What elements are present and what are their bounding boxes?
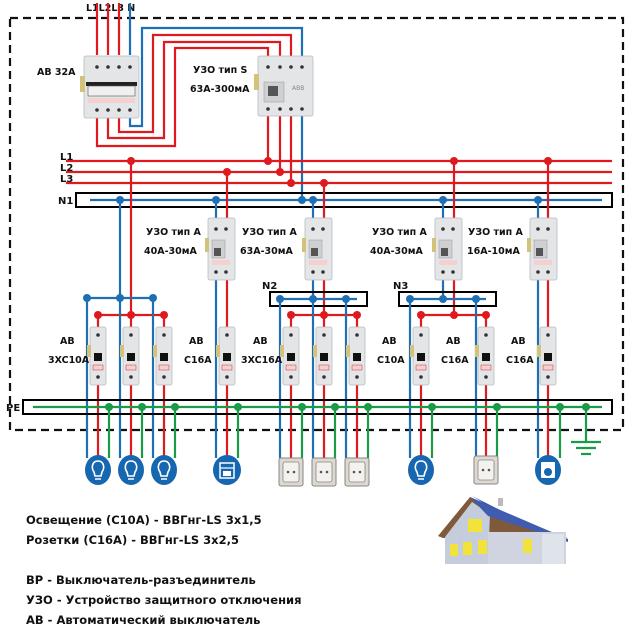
input-lines-label: L1L2L3 N bbox=[86, 3, 135, 14]
breaker-group-6-rating: C16A bbox=[506, 355, 534, 366]
bus-n3-label: N3 bbox=[393, 281, 408, 292]
ground-icon bbox=[571, 440, 601, 456]
main-rcd[interactable]: ABB bbox=[254, 55, 314, 117]
legend-vr: ВР - Выключатель-разъединитель bbox=[26, 573, 256, 587]
bus-l3-label: L3 bbox=[60, 174, 73, 185]
rcd-3-type: УЗО тип А bbox=[372, 227, 427, 238]
breaker-socket-4[interactable] bbox=[474, 326, 495, 386]
load-lightbulb-icon-4[interactable] bbox=[407, 454, 435, 486]
bus-n3-bar bbox=[398, 291, 497, 307]
load-socket-icon-1[interactable] bbox=[278, 457, 304, 487]
breaker-group-3-rating: 3XC16A bbox=[241, 355, 283, 366]
house-illustration bbox=[438, 496, 568, 564]
bus-n1-bar bbox=[75, 192, 613, 208]
breaker-socket-3[interactable] bbox=[345, 326, 366, 386]
rcd-2-type: УЗО тип А bbox=[242, 227, 297, 238]
breaker-washer[interactable] bbox=[536, 326, 557, 386]
load-lightbulb-icon-1[interactable] bbox=[84, 454, 112, 486]
breaker-light-1[interactable] bbox=[86, 326, 107, 386]
load-socket-icon-4[interactable] bbox=[473, 455, 499, 485]
load-stove-icon[interactable] bbox=[213, 455, 241, 485]
bus-n2-bar bbox=[269, 291, 368, 307]
load-lightbulb-icon-2[interactable] bbox=[117, 454, 145, 486]
legend-lighting: Освещение (С10А) - ВВГнг-LS 3х1,5 bbox=[26, 513, 262, 527]
phase-buses bbox=[66, 159, 612, 185]
breaker-light-2[interactable] bbox=[119, 326, 140, 386]
pe-junctions bbox=[105, 403, 590, 411]
breaker-group-4-rating: C10A bbox=[377, 355, 405, 366]
breaker-group-5-type: AB bbox=[446, 336, 461, 347]
rcd-1-rating: 40A-30мА bbox=[144, 246, 198, 257]
breaker-group-5-rating: C16A bbox=[441, 355, 469, 366]
rcd-1-type: УЗО тип А bbox=[146, 227, 201, 238]
breaker-group-6-type: AB bbox=[511, 336, 526, 347]
main-rcd-type: УЗО тип S bbox=[193, 65, 247, 76]
breaker-group-2-type: AB bbox=[189, 336, 204, 347]
load-washing-machine-icon[interactable] bbox=[535, 455, 561, 485]
bus-junctions bbox=[116, 157, 552, 204]
bus-l1-label: L1 bbox=[60, 152, 73, 163]
rcd-3-rating: 40A-30мА bbox=[370, 246, 424, 257]
rcd-1[interactable] bbox=[204, 217, 236, 281]
bus-pe-label: PE bbox=[6, 403, 20, 414]
load-lightbulb-icon-3[interactable] bbox=[150, 454, 178, 486]
bus-n1-label: N1 bbox=[58, 196, 73, 207]
load-socket-icon-2[interactable] bbox=[311, 457, 337, 487]
main-rcd-rating: 63A-300мА bbox=[190, 84, 250, 95]
svg-text:ABB: ABB bbox=[292, 85, 304, 92]
rcd-4-rating: 16A-10мА bbox=[467, 246, 521, 257]
breaker-socket-2[interactable] bbox=[312, 326, 333, 386]
breaker-group-2-rating: C16A bbox=[184, 355, 212, 366]
breaker-socket-1[interactable] bbox=[279, 326, 300, 386]
main-breaker[interactable] bbox=[80, 55, 140, 119]
pe-drops bbox=[107, 407, 588, 458]
legend-sockets: Розетки (С16А) - ВВГнг-LS 3х2,5 bbox=[26, 533, 239, 547]
main-breaker-label: AB 32A bbox=[37, 67, 76, 78]
breaker-light-4[interactable] bbox=[409, 326, 430, 386]
breaker-group-1-rating: 3XC10A bbox=[48, 355, 90, 366]
legend-av: АВ - Автоматический выключатель bbox=[26, 613, 261, 627]
rcd-3[interactable] bbox=[431, 217, 463, 281]
breaker-group-3-type: AB bbox=[253, 336, 268, 347]
legend-uzo: УЗО - Устройство защитного отключения bbox=[26, 593, 302, 607]
enclosure-frame bbox=[8, 16, 625, 432]
load-socket-icon-3[interactable] bbox=[344, 457, 370, 487]
n3-group-wires bbox=[406, 295, 490, 458]
rcd-2-rating: 63A-30мА bbox=[240, 246, 294, 257]
rcd-4-type: УЗО тип А bbox=[468, 227, 523, 238]
breaker-group-4-type: AB bbox=[382, 336, 397, 347]
breaker-light-3[interactable] bbox=[152, 326, 173, 386]
bus-n2-label: N2 bbox=[262, 281, 277, 292]
rcd-2[interactable] bbox=[301, 217, 333, 281]
breaker-group-1-type: AB bbox=[60, 336, 75, 347]
bus-l2-label: L2 bbox=[60, 163, 73, 174]
bus-pe-bar bbox=[22, 399, 613, 415]
rcd-4[interactable] bbox=[526, 217, 558, 281]
breaker-stove[interactable] bbox=[215, 326, 236, 386]
